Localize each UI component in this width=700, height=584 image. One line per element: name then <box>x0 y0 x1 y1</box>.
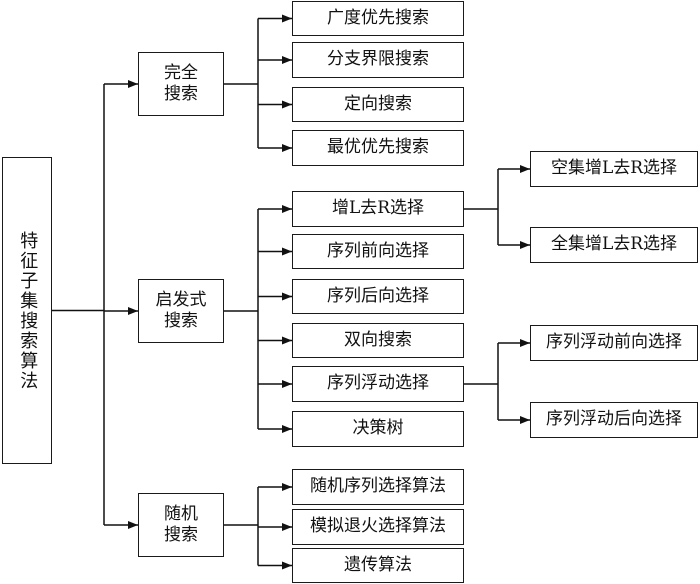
subleaf-label: 空集增L去R选择 <box>550 158 678 179</box>
group-node-complete-search: 完全 搜索 <box>138 52 224 116</box>
subleaf-node: 全集增L去R选择 <box>530 227 698 263</box>
leaf-node: 定向搜索 <box>292 87 464 122</box>
root-node: 特征子集搜索算法 <box>2 157 52 464</box>
leaf-node: 广度优先搜索 <box>292 1 464 36</box>
leaf-label: 分支界限搜索 <box>327 49 429 70</box>
group-node-random-search: 随机 搜索 <box>138 493 224 557</box>
subleaf-node: 序列浮动后向选择 <box>530 402 698 438</box>
root-label: 特征子集搜索算法 <box>17 230 39 391</box>
subleaf-label: 序列浮动后向选择 <box>546 409 682 430</box>
subleaf-label: 全集增L去R选择 <box>550 234 678 255</box>
leaf-node: 最优优先搜索 <box>292 130 464 166</box>
leaf-node: 决策树 <box>292 411 464 447</box>
leaf-node: 序列浮动选择 <box>292 366 464 402</box>
subleaf-label: 序列浮动前向选择 <box>546 332 682 353</box>
leaf-label: 增L去R选择 <box>331 198 425 219</box>
leaf-node: 遗传算法 <box>292 548 464 583</box>
leaf-node: 序列前向选择 <box>292 234 464 269</box>
leaf-label: 序列后向选择 <box>327 285 429 306</box>
group-label: 随机 搜索 <box>164 503 198 545</box>
subleaf-node: 序列浮动前向选择 <box>530 325 698 361</box>
leaf-node: 增L去R选择 <box>292 191 464 227</box>
leaf-node: 双向搜索 <box>292 323 464 358</box>
group-label: 完全 搜索 <box>164 62 198 104</box>
leaf-label: 模拟退火选择算法 <box>310 516 446 537</box>
group-label: 启发式 搜索 <box>155 289 207 331</box>
leaf-label: 遗传算法 <box>344 554 412 575</box>
leaf-label: 序列前向选择 <box>327 240 429 261</box>
group-node-heuristic-search: 启发式 搜索 <box>138 279 224 343</box>
leaf-label: 双向搜索 <box>344 329 412 350</box>
leaf-label: 决策树 <box>352 418 404 439</box>
leaf-label: 最优优先搜索 <box>327 137 429 158</box>
leaf-node: 分支界限搜索 <box>292 42 464 78</box>
leaf-label: 随机序列选择算法 <box>310 476 446 497</box>
subleaf-node: 空集增L去R选择 <box>530 151 698 187</box>
leaf-label: 序列浮动选择 <box>327 373 429 394</box>
leaf-node: 模拟退火选择算法 <box>292 509 464 545</box>
leaf-node: 序列后向选择 <box>292 279 464 314</box>
leaf-label: 定向搜索 <box>344 93 412 114</box>
leaf-node: 随机序列选择算法 <box>292 469 464 505</box>
leaf-label: 广度优先搜索 <box>327 7 429 28</box>
